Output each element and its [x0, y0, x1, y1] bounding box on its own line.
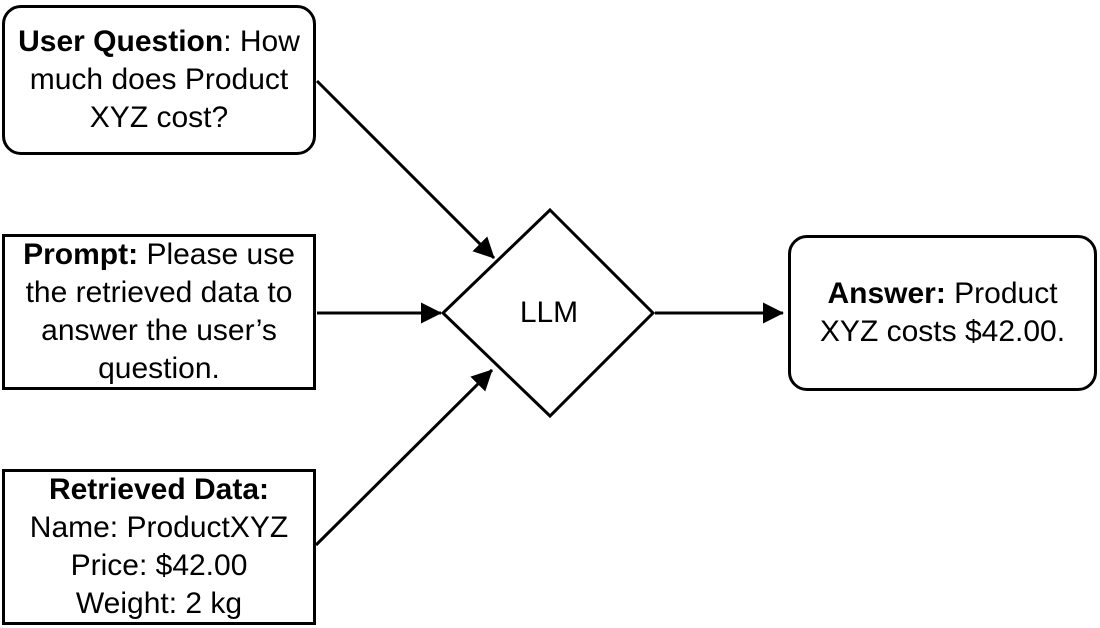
node-answer: Answer: Product XYZ costs $42.00.	[788, 235, 1097, 391]
node-prompt: Prompt: Please use the retrieved data to…	[2, 234, 316, 390]
node-text-line: answer the user’s	[41, 314, 277, 347]
node-text-line: Price: $42.00	[70, 549, 248, 582]
llm-node-label: LLM	[519, 296, 579, 329]
node-retrieved-data: Retrieved Data: Name: ProductXYZ Price: …	[2, 469, 316, 625]
node-text-line: XYZ cost?	[89, 101, 229, 134]
node-label-bold: Retrieved Data:	[48, 473, 270, 506]
node-text-line: Weight: 2 kg	[75, 587, 243, 620]
arrow-retrieved-data-to-llm	[314, 368, 494, 547]
node-text-line: XYZ costs $42.00.	[819, 315, 1066, 348]
node-text-line: Prompt: Please use	[23, 238, 295, 271]
node-text-line: User Question: How	[18, 25, 300, 58]
node-text-line: Name: ProductXYZ	[29, 511, 289, 544]
node-label-bold: Answer:	[827, 277, 946, 310]
node-text-line: Retrieved Data:	[5, 471, 313, 509]
node-user-question: User Question: How much does Product XYZ…	[2, 5, 316, 155]
node-text-line: much does Product	[29, 63, 289, 96]
node-text-line: Answer: Product	[827, 277, 1058, 310]
node-text-line: question.	[98, 352, 220, 385]
arrow-user-question-to-llm	[315, 79, 496, 260]
node-label-bold: User Question	[18, 25, 224, 58]
llm-diamond-shape	[440, 207, 656, 419]
node-label-bold: Prompt:	[23, 238, 139, 271]
node-text-line: the retrieved data to	[25, 276, 293, 309]
